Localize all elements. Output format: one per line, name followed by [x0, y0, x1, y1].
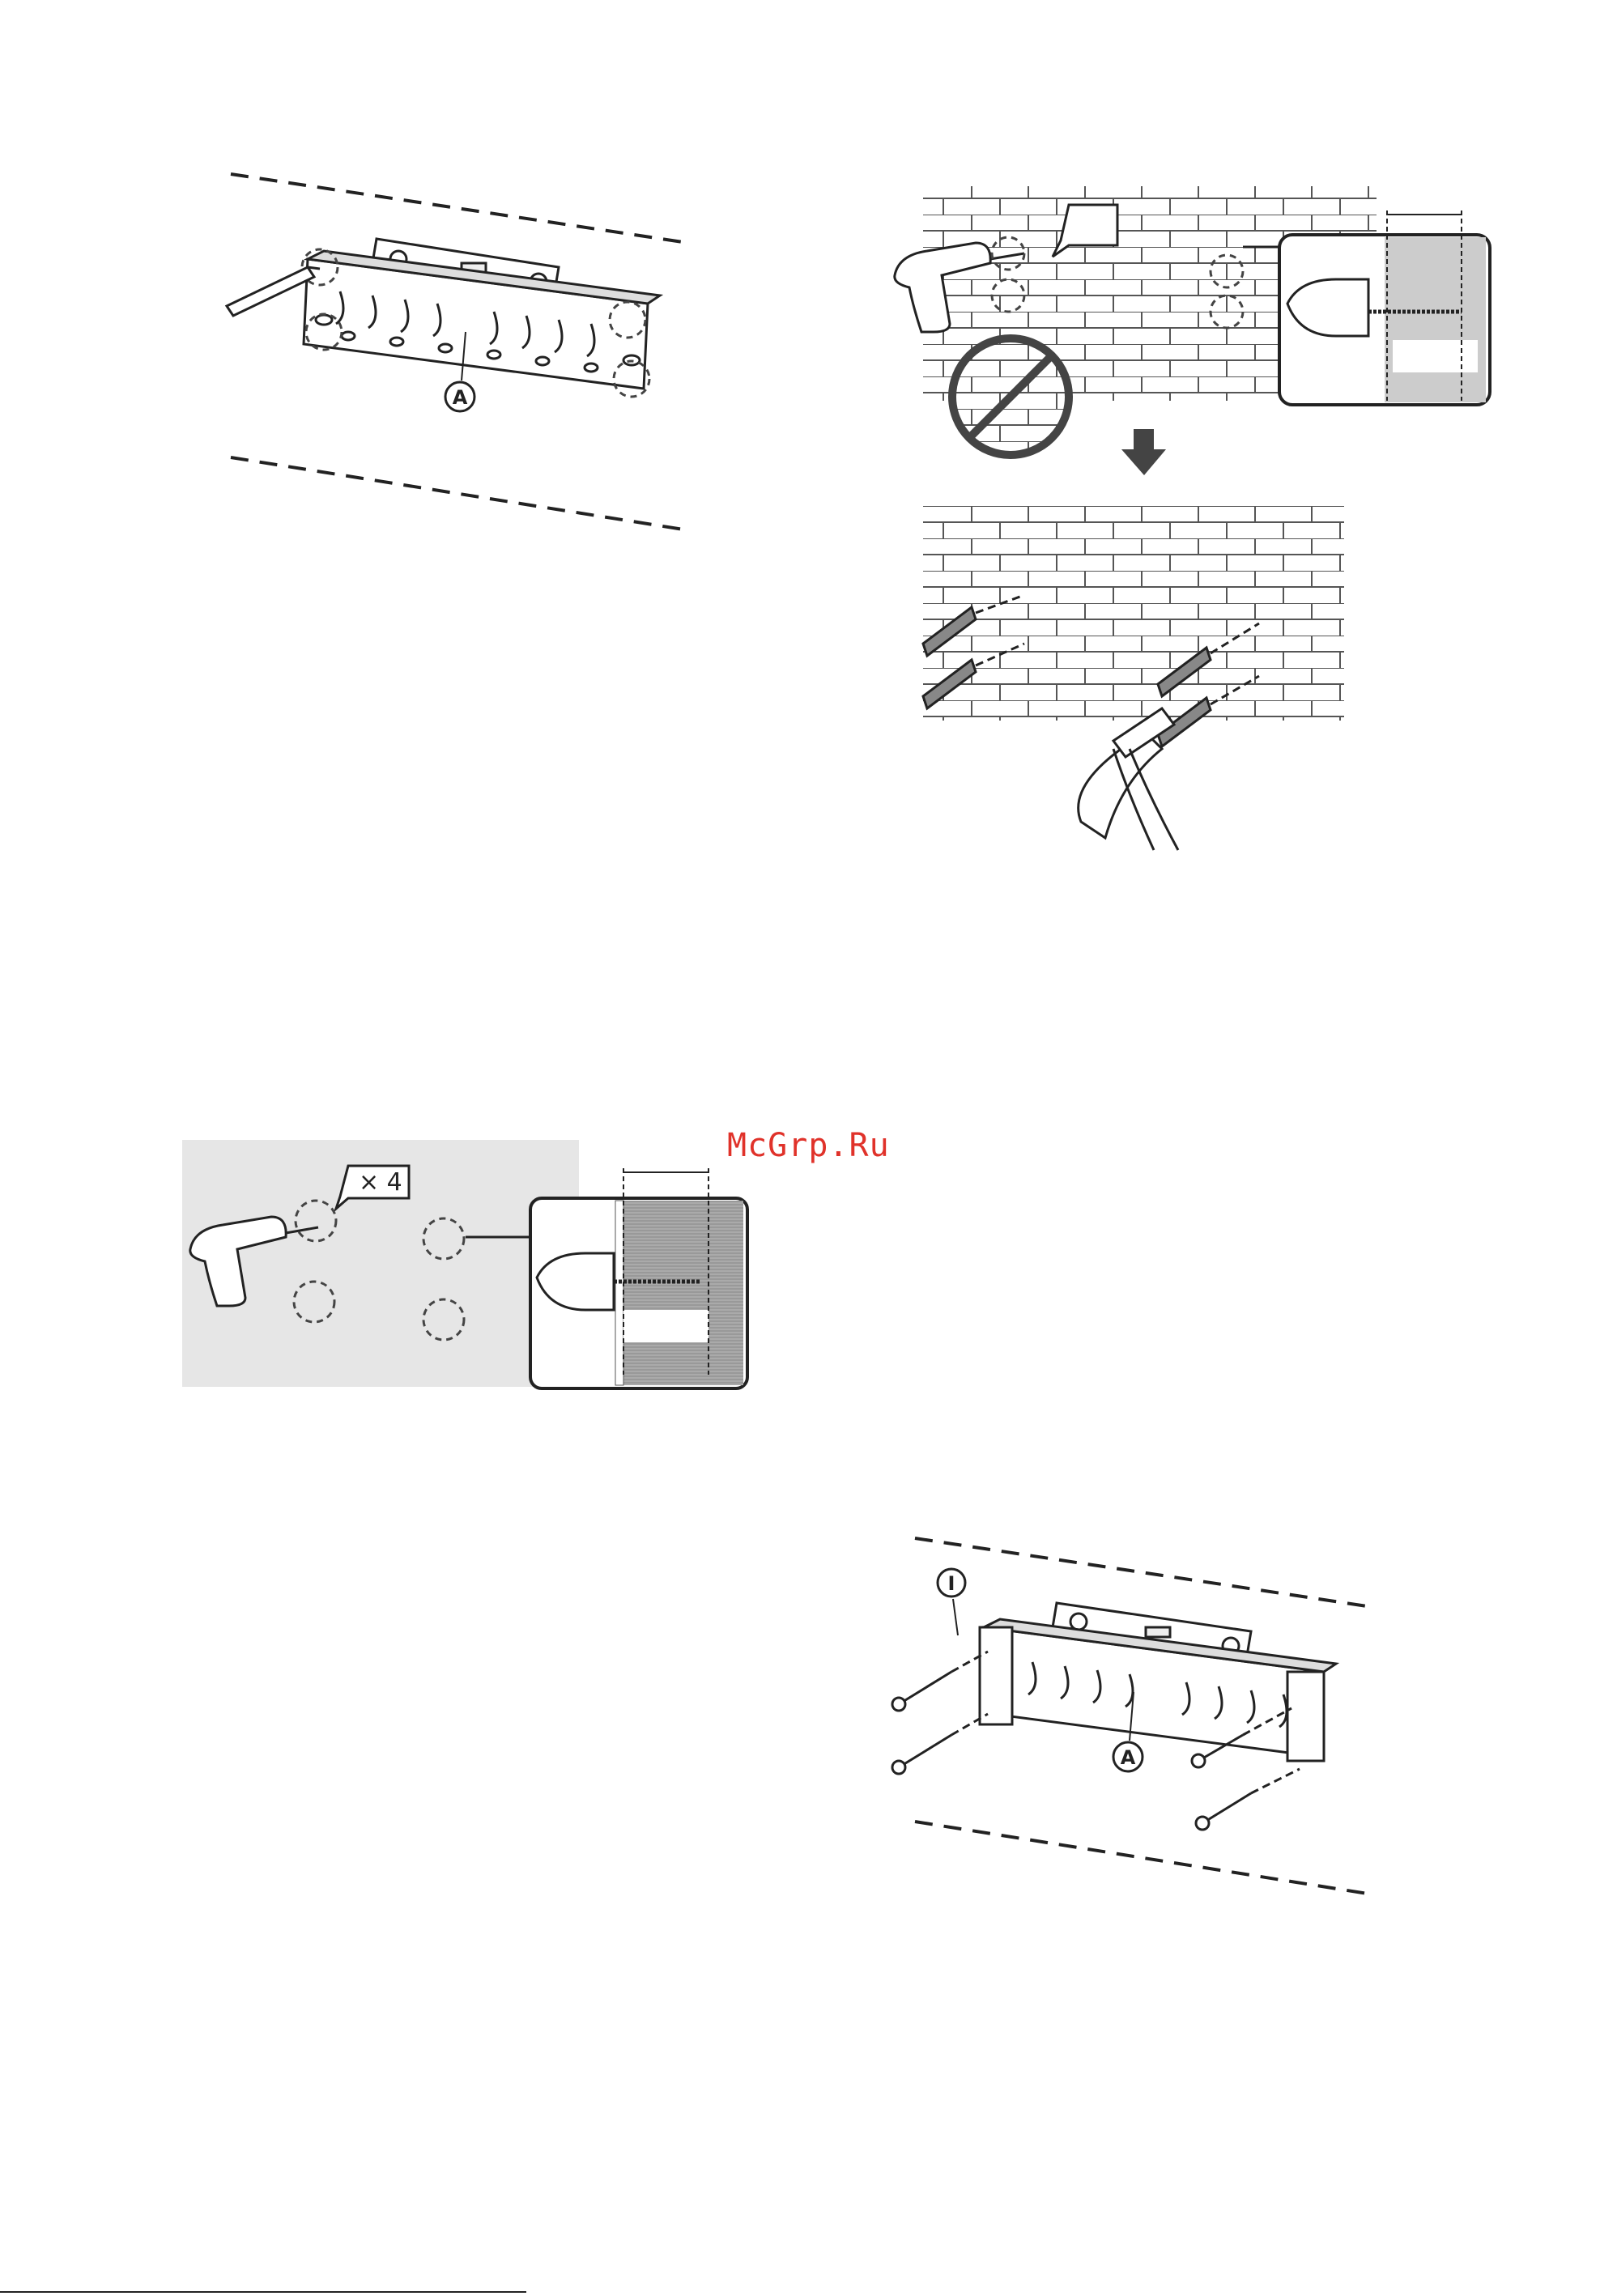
- figure-wood-drilling: × 4: [182, 1132, 753, 1392]
- wall-bracket: [304, 251, 660, 389]
- guide-line-bottom: [915, 1822, 1372, 1894]
- callout-a-label: A: [453, 386, 468, 409]
- wall-bracket: [980, 1619, 1336, 1761]
- hammer-icon: [1079, 708, 1178, 850]
- multiplier-label: × 4: [359, 1168, 402, 1197]
- depth-detail-panel: [530, 1168, 747, 1388]
- depth-detail-panel: [1279, 210, 1490, 405]
- figure-brick-drilling: [887, 182, 1502, 870]
- guide-line-bottom: [231, 457, 688, 530]
- guide-line-top: [231, 174, 688, 243]
- figure-bracket-screws: I A: [887, 1526, 1389, 1915]
- callout-a-label: A: [1121, 1746, 1136, 1769]
- watermark: McGrp.Ru: [727, 1127, 890, 1164]
- prohibited-icon: [952, 338, 1069, 455]
- figure-bracket-level: A: [219, 162, 704, 542]
- brick-wall-bottom: [923, 506, 1344, 721]
- down-arrow-icon: [1121, 429, 1166, 475]
- callout-i-label: I: [948, 1572, 955, 1595]
- guide-line-top: [915, 1538, 1372, 1607]
- footer-rule: [0, 2291, 526, 2293]
